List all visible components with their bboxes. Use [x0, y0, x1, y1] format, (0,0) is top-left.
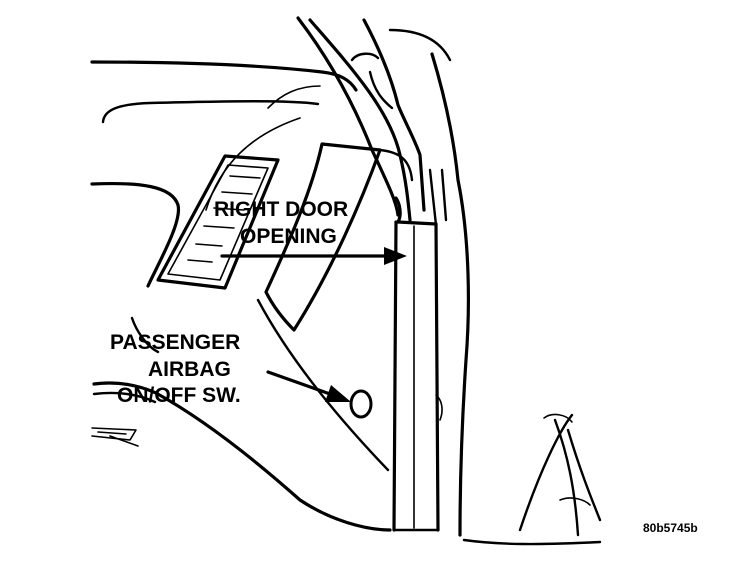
- seat-outline: [462, 413, 602, 546]
- a-pillar: [296, 16, 470, 537]
- side-air-vent: [156, 154, 280, 290]
- airbag-on-off-switch: [349, 389, 373, 419]
- airbag-label-line2: AIRBAG: [148, 358, 231, 381]
- airbag-switch-arrow: [266, 370, 351, 402]
- door-weatherstrip: [392, 168, 448, 532]
- figure-code: 80b5745b: [643, 521, 698, 535]
- right-door-label-line1: RIGHT DOOR: [214, 198, 348, 221]
- airbag-label-line3: ON/OFF SW.: [117, 384, 241, 407]
- dash-grille: [91, 427, 139, 447]
- dashboard-lower-outline: [90, 181, 392, 532]
- right-door-arrow: [220, 247, 407, 265]
- dashboard-top-outline: [90, 60, 358, 211]
- dashboard-panel: [256, 142, 414, 472]
- right-door-label-line2: OPENING: [240, 225, 337, 248]
- airbag-label-line1: PASSENGER: [110, 331, 240, 354]
